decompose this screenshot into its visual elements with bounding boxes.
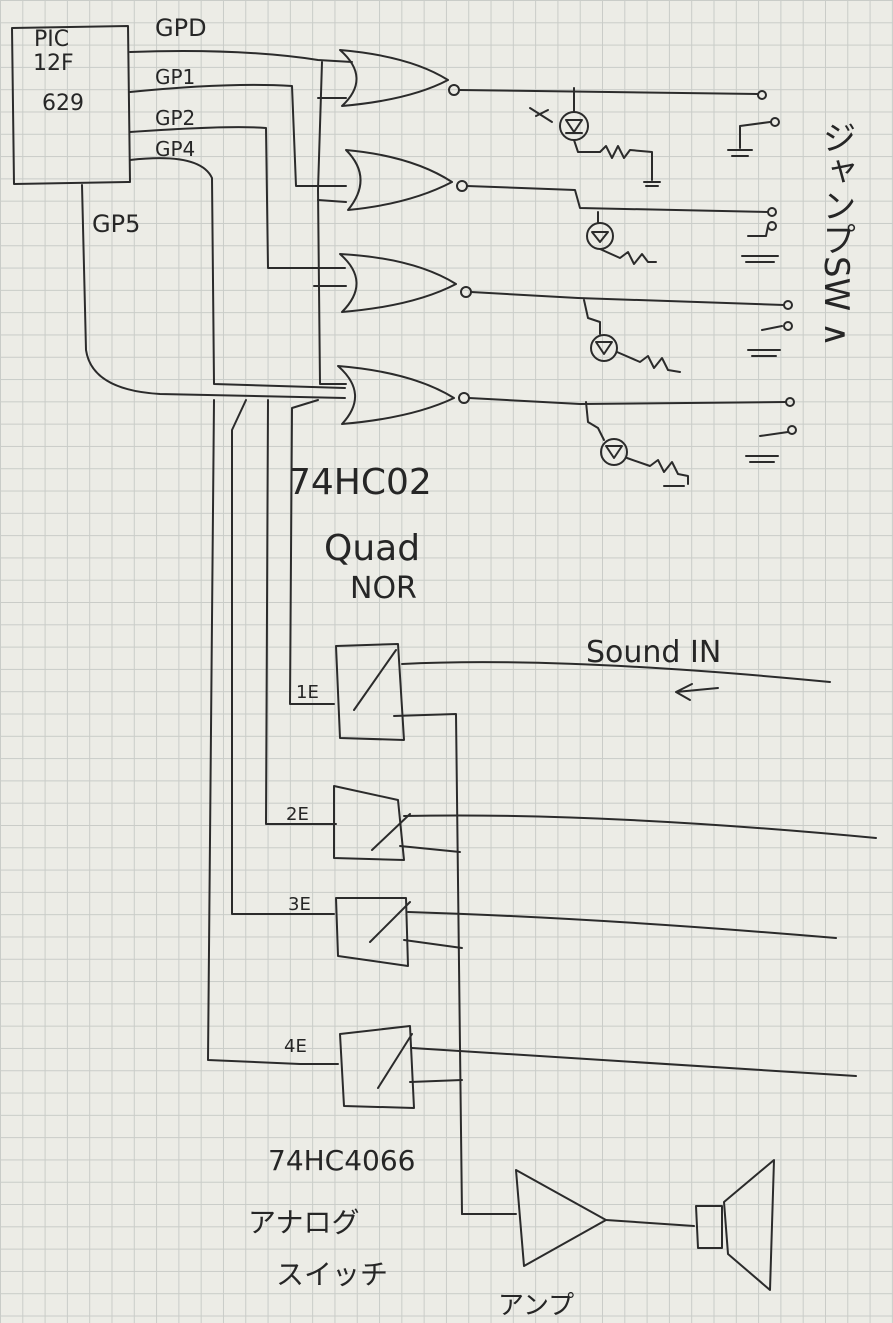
switch-enable-3: 3E: [288, 894, 311, 915]
right-vertical-label: ジャンプSW ∧: [816, 120, 856, 347]
pic-chip: PIC 12F 629: [11, 25, 131, 185]
pic-label-1: PIC: [34, 27, 69, 52]
nor-gate-3: [339, 253, 793, 313]
pic-label-2: 12F: [33, 51, 74, 76]
pin-gp4-label: GP4: [155, 137, 195, 161]
control-wires: [207, 399, 339, 1065]
analog-switch-2: 2E: [286, 785, 877, 861]
nor-chip-line1: Quad: [324, 528, 420, 569]
led-2: [586, 211, 657, 265]
switch-enable-2: 2E: [286, 804, 309, 825]
analog-switch-1: 1E: [296, 643, 831, 1215]
arrow-left-icon: [675, 683, 719, 701]
speaker-icon: [695, 1159, 775, 1291]
led-1: [529, 87, 661, 187]
nor-chip-part: 74HC02: [288, 462, 432, 503]
analog-switch-3: 3E: [288, 894, 837, 967]
pin-gp0-label: GPD: [155, 14, 207, 42]
amp-label: アンプ: [498, 1291, 574, 1321]
switch-chip-line2: スイッチ: [276, 1258, 388, 1291]
led-3: [583, 299, 681, 373]
switch-chip-part: 74HC4066: [268, 1144, 416, 1177]
pin-wires: [81, 50, 353, 399]
nor-gate-1: [339, 49, 767, 107]
nor-gate-2: [345, 149, 777, 217]
pin-gp2-label: GP2: [155, 106, 195, 130]
led-4: [585, 401, 689, 487]
pin-gp5-label: GP5: [92, 210, 140, 238]
switch-enable-4: 4E: [284, 1036, 307, 1057]
jump-switches: [727, 117, 797, 463]
amplifier: [461, 1169, 695, 1267]
analog-switch-4: 4E: [284, 1025, 857, 1109]
pic-label-3: 629: [42, 91, 84, 116]
switch-chip-line1: アナログ: [248, 1206, 359, 1239]
pin-gp1-label: GP1: [155, 65, 195, 89]
nor-chip-line2: NOR: [350, 571, 417, 606]
sound-in-label: Sound IN: [586, 635, 721, 670]
nor-gate-4: [337, 365, 795, 425]
switch-enable-1: 1E: [296, 682, 319, 703]
